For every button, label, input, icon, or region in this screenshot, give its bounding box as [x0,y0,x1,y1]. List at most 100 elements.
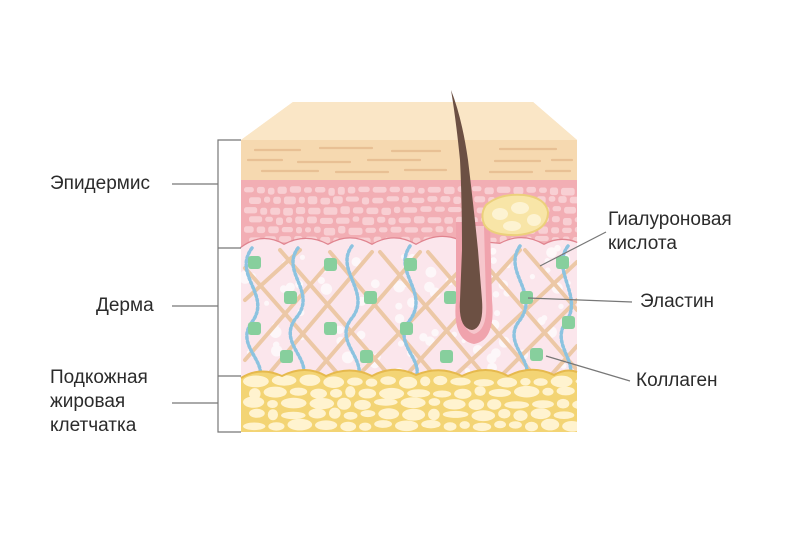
fat-cell [315,420,338,431]
basal-cell [361,197,370,205]
fat-cell [249,408,265,418]
dermis-bubble [537,317,546,326]
fat-cell [399,376,418,389]
basal-cell [562,218,572,226]
basal-cell [418,187,425,194]
fat-cell [525,421,538,432]
dermis-bubble [558,303,564,310]
basal-cell [413,216,425,224]
dermis-bubble [397,340,405,347]
fat-cell [420,376,431,387]
fat-cell [550,375,573,388]
basal-cell [314,226,321,233]
basal-cell [298,196,305,204]
basal-cell [277,186,287,194]
basal-cell [388,217,396,225]
fat-cell [347,377,363,386]
dermis-bubble [529,274,536,280]
fat-cell [359,422,372,431]
dermis-bubble [461,338,466,344]
fat-cell [380,376,396,385]
fat-cell [542,387,554,396]
fat-cell [243,396,265,408]
basal-cell [337,186,345,195]
dermis-bubble [425,266,437,278]
dermis-bubble [299,254,305,260]
fat-cell [572,400,577,410]
basal-cell [304,187,312,193]
basal-cell [264,196,271,203]
fat-cell [287,418,313,431]
fat-cell [354,399,371,410]
fat-cell [402,408,426,421]
label-dermis: Дерма [96,295,154,316]
fat-cell [358,388,377,399]
dermis-bubble [494,310,501,317]
basal-cell [574,226,577,233]
layer-bracket [172,139,241,433]
fat-cell [513,410,528,421]
basal-cell [328,187,335,196]
fat-cell [497,377,518,388]
dermis-bubble [317,277,325,284]
leader-lines [527,231,633,382]
label-subcutis-line-3: клетчатка [50,415,137,436]
dermis-bubble [545,267,551,273]
basal-cell [539,187,547,193]
fat-cell [329,407,341,419]
fat-cell [474,386,486,396]
fat-cell [488,388,512,397]
label-subcutis-line-1: Подкожная [50,367,148,388]
basal-cell [453,196,462,204]
subcutis-layer [240,368,578,432]
basal-cell [551,227,560,234]
basal-cell [549,187,559,196]
label-hyaluronic-acid: Гиалуроновая кислота [608,208,732,256]
basal-cell [551,216,560,223]
fat-cell [556,398,570,409]
fat-cell [487,399,502,410]
basal-cell [348,227,363,235]
dermis-bubble [356,330,366,340]
basal-cell [534,236,549,242]
basal-cell [283,196,296,205]
fat-cell [267,409,278,421]
dermis-bubble [341,351,354,364]
basal-cell [447,207,462,213]
label-epidermis: Эпидермис [50,173,150,194]
fat-cell [400,397,426,409]
fat-cell [281,411,306,420]
basal-cell [548,196,556,202]
basal-cell [427,217,442,224]
basal-cell [323,207,338,215]
basal-cell [281,227,293,233]
fat-cell [340,421,357,432]
basal-cell [308,207,321,215]
basal-cell [427,186,441,193]
basal-cell [420,206,432,212]
fat-cell [471,410,496,422]
basal-cell [352,216,360,222]
dermis-bubble [370,279,380,289]
fat-cell [442,410,469,418]
basal-cell [377,216,386,223]
basal-cell [393,206,401,214]
basal-cell [340,206,350,215]
dermis-bubble [264,300,270,306]
fat-cell [378,408,400,420]
basal-cell [366,207,379,215]
basal-cell [390,226,402,233]
basal-cell [440,196,451,203]
basal-cell [569,196,577,204]
basal-cell [244,187,254,193]
fat-cell [345,386,356,398]
basal-cell [268,226,279,234]
basal-cell [352,207,364,214]
fat-cell [268,422,285,431]
fat-cell [575,377,577,385]
basal-cell [265,216,273,222]
basal-cell [319,217,333,224]
basal-cell [286,217,293,223]
fat-cell [473,379,494,387]
